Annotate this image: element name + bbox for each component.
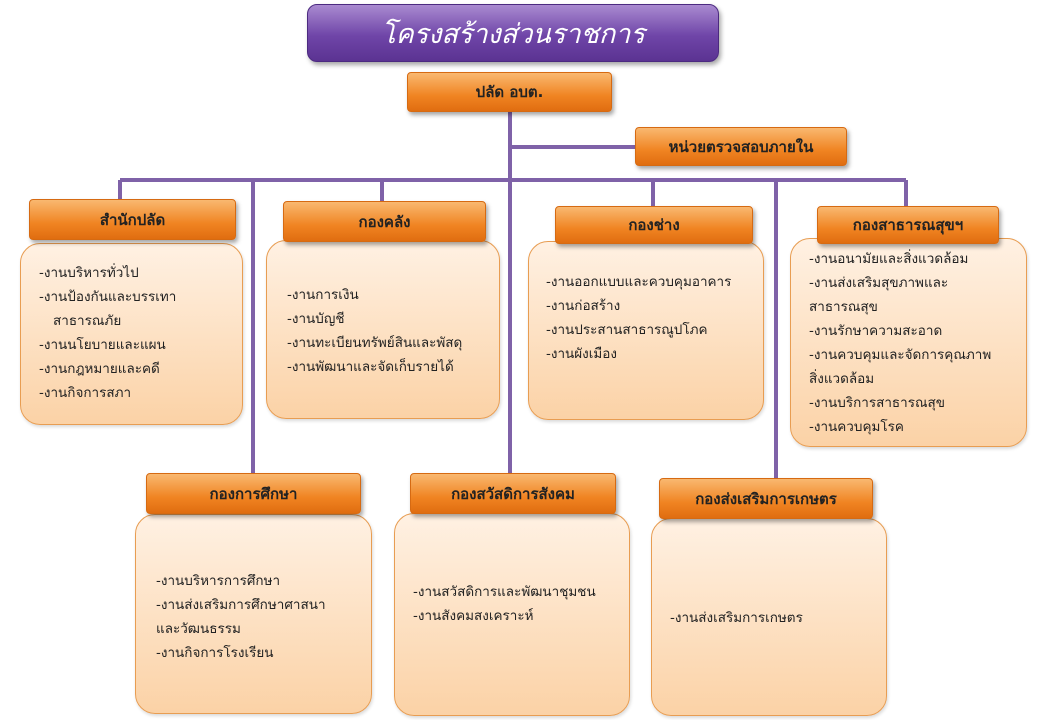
division-items: -งานการเงิน -งานบัญชี -งานทะเบียนทรัพย์ส…	[287, 283, 499, 379]
division-item: -งานควบคุมและจัดการคุณภาพ	[809, 347, 992, 363]
division-title-office: สำนักปลัด	[29, 199, 236, 240]
division-item: -งานออกแบบและควบคุมอาคาร	[546, 274, 732, 290]
division-box-social-welfare: -งานสวัสดิการและพัฒนาชุมชน -งานสังคมสงเค…	[394, 513, 630, 716]
division-item: -งานประสานสาธารณูปโภค	[546, 322, 708, 338]
division-title-finance: กองคลัง	[283, 201, 486, 242]
division-title-health: กองสาธารณสุขฯ	[817, 206, 999, 244]
division-item: -งานควบคุมโรค	[809, 419, 904, 435]
division-item: -งานบริการสาธารณสุข	[809, 395, 945, 411]
division-item: -งานสวัสดิการและพัฒนาชุมชน	[413, 584, 596, 600]
division-items: -งานส่งเสริมการเกษตร	[670, 606, 886, 630]
division-item: -งานพัฒนาและจัดเก็บรายได้	[287, 359, 454, 375]
division-item: -งานส่งเสริมการศึกษาศาสนา	[156, 597, 326, 613]
division-box-agriculture: -งานส่งเสริมการเกษตร	[651, 518, 887, 716]
division-item: -งานผังเมือง	[546, 346, 617, 362]
division-item: -งานบริหารทั่วไป	[39, 265, 139, 281]
division-items: -งานออกแบบและควบคุมอาคาร -งานก่อสร้าง -ง…	[546, 270, 763, 366]
division-item: สิ่งแวดล้อม	[809, 371, 875, 387]
division-item: -งานส่งเสริมการเกษตร	[670, 610, 803, 626]
division-item: สาธารณภัย	[53, 313, 122, 329]
division-box-office: -งานบริหารทั่วไป -งานป้องกันและบรรเทา สา…	[20, 243, 243, 425]
division-items: -งานอนามัยและสิ่งแวดล้อม -งานส่งเสริมสุข…	[809, 247, 1026, 439]
division-item: -งานบัญชี	[287, 311, 345, 327]
division-box-health: -งานอนามัยและสิ่งแวดล้อม -งานส่งเสริมสุข…	[790, 238, 1027, 447]
division-item: -งานสังคมสงเคราะห์	[413, 608, 534, 624]
division-box-education: -งานบริหารการศึกษา -งานส่งเสริมการศึกษาศ…	[135, 514, 372, 714]
division-items: -งานบริหารทั่วไป -งานป้องกันและบรรเทา สา…	[39, 261, 242, 405]
division-item: และวัฒนธรรม	[156, 621, 241, 637]
division-items: -งานสวัสดิการและพัฒนาชุมชน -งานสังคมสงเค…	[413, 580, 629, 628]
division-item: -งานป้องกันและบรรเทา	[39, 289, 177, 305]
division-item: -งานทะเบียนทรัพย์สินและพัสดุ	[287, 335, 463, 351]
division-item: -งานรักษาความสะอาด	[809, 323, 943, 339]
division-item: -งานส่งเสริมสุขภาพและ	[809, 275, 949, 291]
division-item: -งานอนามัยและสิ่งแวดล้อม	[809, 251, 969, 267]
division-item: -งานกิจการโรงเรียน	[156, 645, 274, 661]
chart-title: โครงสร้างส่วนราชการ	[307, 4, 719, 62]
division-item: -งานบริหารการศึกษา	[156, 573, 281, 589]
division-items: -งานบริหารการศึกษา -งานส่งเสริมการศึกษาศ…	[156, 569, 371, 665]
division-title-education: กองการศึกษา	[146, 473, 361, 514]
division-title-social-welfare: กองสวัสดิการสังคม	[410, 473, 616, 514]
top-node-deputy: ปลัด อบต.	[407, 72, 612, 112]
division-box-engineering: -งานออกแบบและควบคุมอาคาร -งานก่อสร้าง -ง…	[528, 241, 764, 420]
audit-unit-node: หน่วยตรวจสอบภายใน	[635, 127, 847, 166]
division-item: สาธารณสุข	[809, 299, 878, 315]
division-item: -งานก่อสร้าง	[546, 298, 621, 314]
division-title-agriculture: กองส่งเสริมการเกษตร	[659, 478, 873, 519]
division-title-engineering: กองช่าง	[555, 206, 753, 244]
division-item: -งานกฎหมายและคดี	[39, 361, 160, 377]
division-item: -งานกิจการสภา	[39, 385, 132, 401]
division-item: -งานการเงิน	[287, 287, 359, 303]
division-item: -งานนโยบายและแผน	[39, 337, 166, 353]
division-box-finance: -งานการเงิน -งานบัญชี -งานทะเบียนทรัพย์ส…	[266, 240, 500, 419]
